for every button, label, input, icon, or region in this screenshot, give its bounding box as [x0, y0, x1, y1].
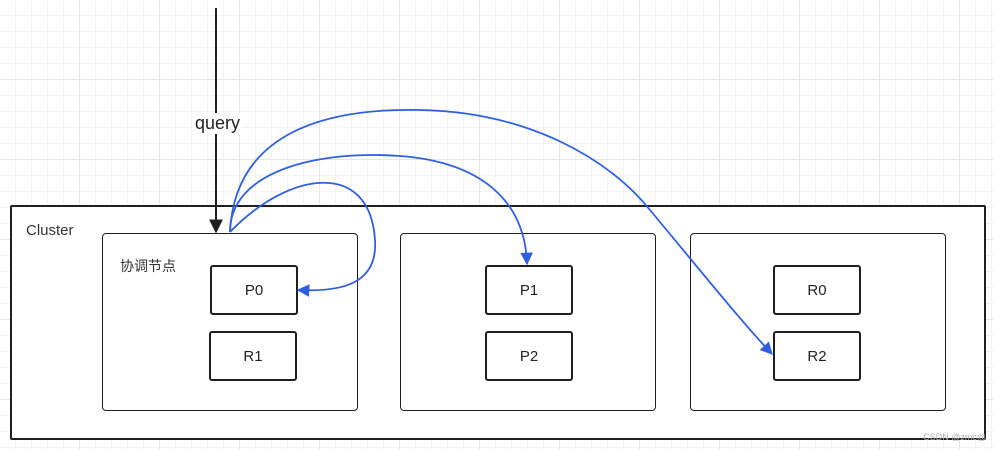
node-coordinating [102, 233, 358, 411]
query-label: query [193, 113, 243, 134]
arrow-to-r2 [229, 108, 773, 355]
shard-r0: R0 [773, 265, 861, 315]
node-coordinating-label: 协调节点 [120, 259, 176, 275]
cluster-label: Cluster [26, 222, 74, 239]
arrow-to-p1 [229, 154, 533, 266]
node-3 [690, 233, 946, 411]
shard-p0: P0 [210, 265, 298, 315]
arrow-to-p0 [229, 181, 376, 297]
shard-r1: R1 [209, 331, 297, 381]
shard-p1: P1 [485, 265, 573, 315]
watermark: CSDN @zmc@ [923, 432, 986, 442]
shard-p2: P2 [485, 331, 573, 381]
shard-r2: R2 [773, 331, 861, 381]
